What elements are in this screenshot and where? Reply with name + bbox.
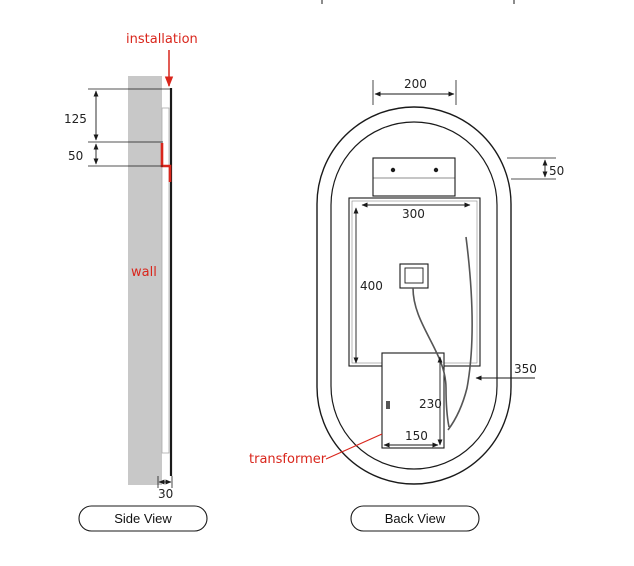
dim-150: 150: [405, 429, 428, 443]
dim-50-side: 50: [68, 149, 83, 163]
wall-section: [128, 76, 162, 485]
back-view: 200 50 300 400 350 230: [249, 77, 564, 532]
transformer-switch: [386, 401, 390, 409]
back-view-caption-pill: [350, 505, 480, 532]
side-view-caption-pill: [78, 505, 208, 532]
bracket-screw-left: [390, 167, 396, 173]
dim-50-back: 50: [549, 164, 564, 178]
mirror-backing: [161, 107, 170, 454]
transformer-label: transformer: [249, 452, 327, 467]
installation-label: installation: [126, 32, 198, 47]
bracket-screw-right: [433, 167, 439, 173]
hanging-bracket: [372, 157, 456, 197]
hanging-hook: [160, 143, 172, 182]
transformer-callout-line: [325, 433, 383, 460]
dim-230: 230: [419, 397, 442, 411]
wall-label: wall: [131, 265, 157, 280]
dim-400: 400: [360, 279, 383, 293]
dim-125: 125: [64, 112, 87, 126]
dim-300: 300: [402, 207, 425, 221]
transformer-box: [381, 352, 445, 449]
side-view: installation 125 50 wall 30 Side View: [64, 32, 208, 532]
dim-200: 200: [404, 77, 427, 91]
cable-switch: [412, 287, 450, 428]
dim-350: 350: [514, 362, 537, 376]
mirror-inner-frame: [330, 121, 498, 470]
cable-long: [447, 236, 473, 431]
dim-30: 30: [158, 487, 173, 501]
back-view-caption: Back View: [385, 511, 446, 526]
side-view-caption: Side View: [114, 511, 172, 526]
